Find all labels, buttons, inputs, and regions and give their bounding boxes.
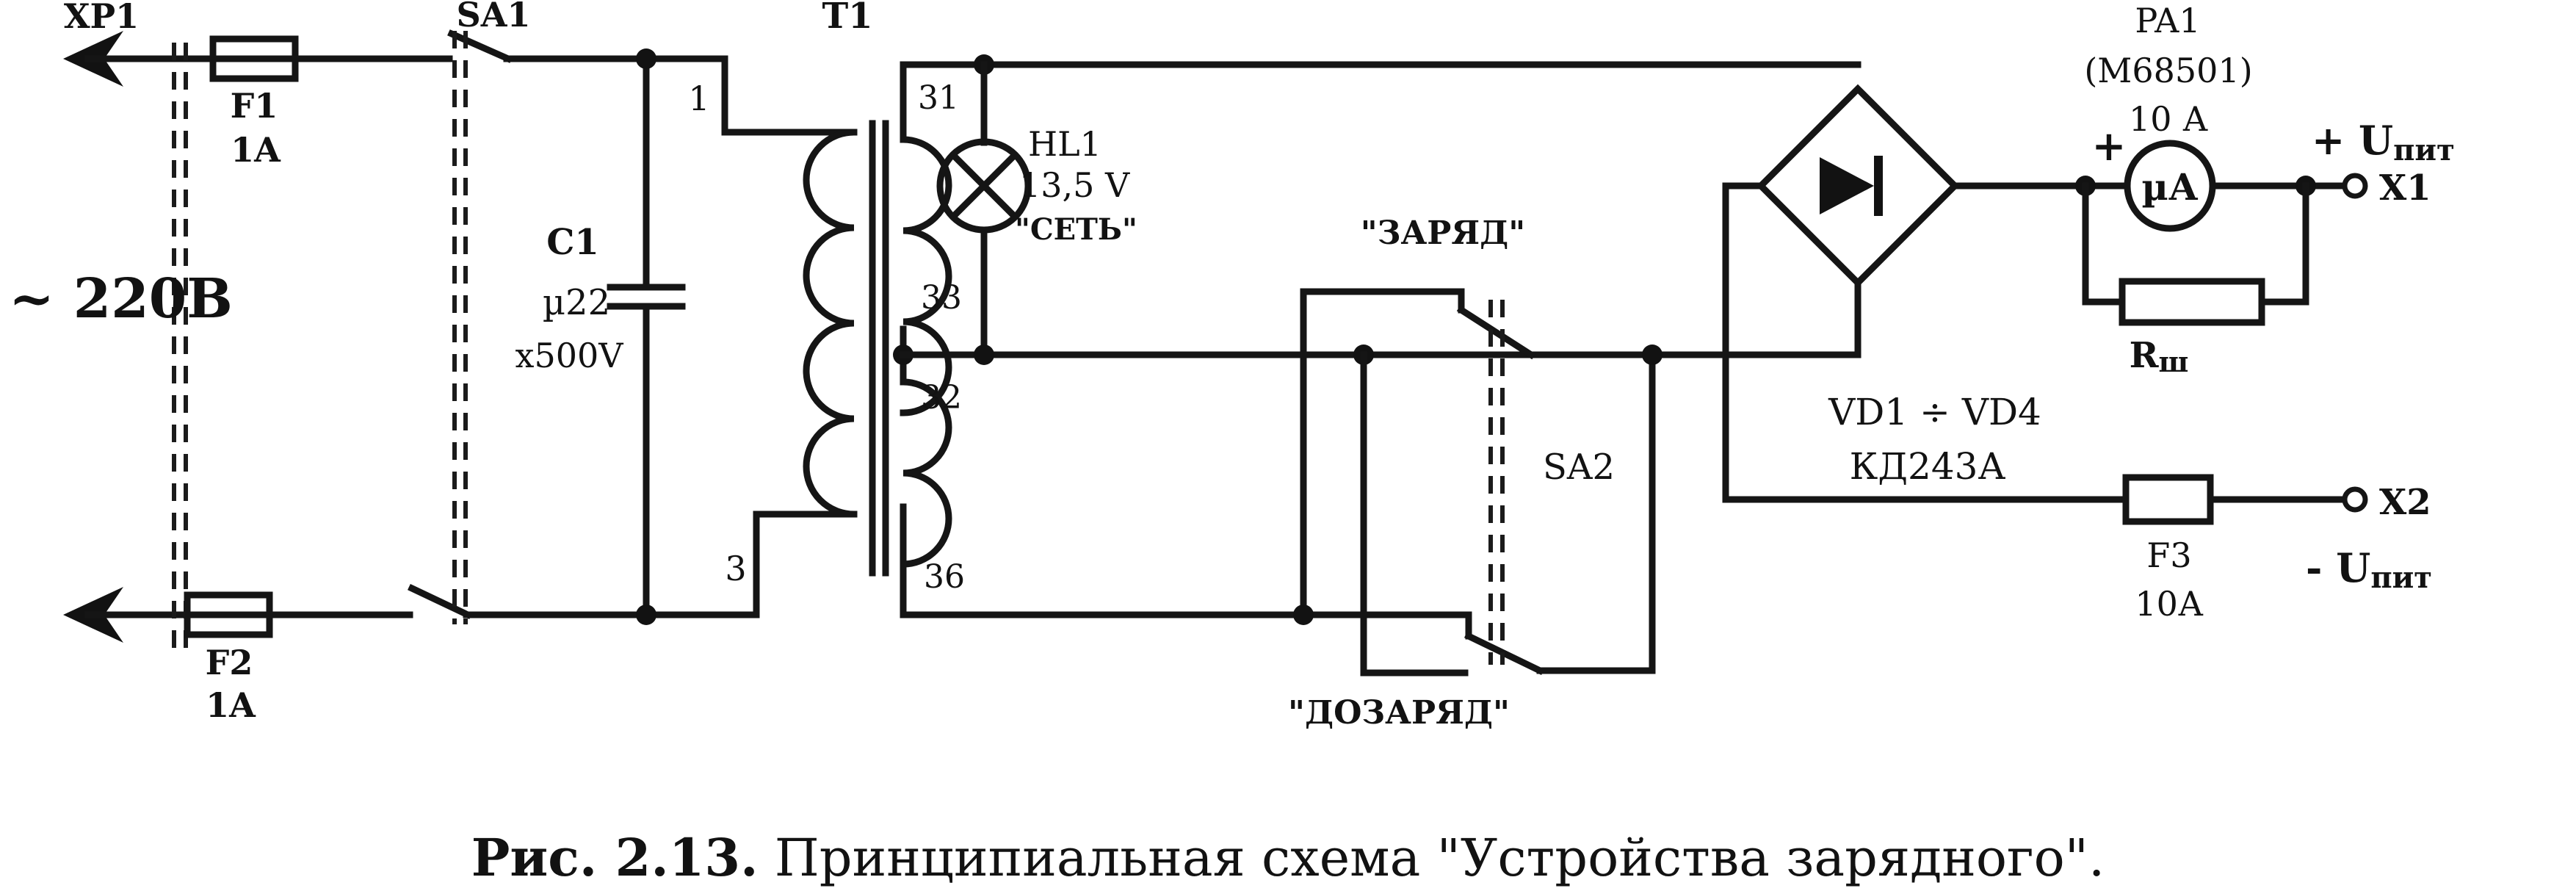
f1-label: F1 xyxy=(231,86,278,126)
terminal-x2-icon xyxy=(2342,486,2368,513)
c1-voltage-label: x500V xyxy=(515,336,624,375)
junction-dot xyxy=(974,345,994,365)
shunt-right-lead xyxy=(2258,182,2309,306)
c1-capacity-label: µ22 xyxy=(543,282,610,323)
meter-plus-label: + xyxy=(2092,122,2127,170)
diode-icon xyxy=(1820,157,1874,214)
f1-rating-label: 1A xyxy=(231,130,281,170)
fuse-f3-icon xyxy=(2122,474,2214,525)
c1-label: C1 xyxy=(546,222,599,263)
junction-dot xyxy=(1293,605,1314,625)
primary-winding-icon xyxy=(803,129,858,518)
secondary-winding-upper-icon xyxy=(900,136,952,416)
bridge-rectifier-vd1-vd4 xyxy=(1722,84,2130,503)
sa2-topcharge-label: "ДОЗАРЯД" xyxy=(1288,694,1510,732)
sa1-label: SA1 xyxy=(457,0,531,35)
f2-rating-label: 1A xyxy=(206,685,256,725)
xp1-label: XP1 xyxy=(64,0,139,36)
t1-label: Т1 xyxy=(822,0,872,37)
vd-type-label: КД243А xyxy=(1850,445,2006,488)
f3-rating-label: 10А xyxy=(2135,584,2204,624)
tap31-label: 31 xyxy=(918,79,959,117)
diode-cathode-bar xyxy=(1874,156,1883,216)
pa1-rating-label: 10 А xyxy=(2129,99,2208,139)
sa2-upper-bracket xyxy=(1300,288,1465,314)
sa2-lower-link xyxy=(1536,351,1656,674)
wire-dc-minus xyxy=(1722,182,2130,503)
x1-label: X1 xyxy=(2379,167,2431,209)
secondary-tap31-lead xyxy=(900,61,1862,143)
junction-dot xyxy=(636,48,656,69)
meter-unit-label: µА xyxy=(2141,165,2199,209)
sa1-lower-arm xyxy=(408,584,472,619)
primary-bottom-lead xyxy=(753,511,858,618)
fuse-f1-icon xyxy=(209,35,299,82)
switch-sa2 xyxy=(1293,288,1663,677)
uminus-label: - Uпит xyxy=(2306,544,2432,595)
sa2-label: SA2 xyxy=(1543,447,1615,488)
uplus-label: + Uпит xyxy=(2312,117,2455,167)
secondary-winding-lower-icon xyxy=(900,378,952,568)
capacitor-c1 xyxy=(607,48,686,625)
junction-dot xyxy=(636,605,656,625)
mains-voltage-label: ~ 220В xyxy=(9,267,233,331)
f3-label: F3 xyxy=(2146,535,2191,575)
tap32-label: 32 xyxy=(921,379,962,416)
pin3-label: 3 xyxy=(725,549,746,588)
shunt-left-lead xyxy=(2082,182,2126,306)
x2-label: X2 xyxy=(2379,482,2431,523)
wire-middle-rail xyxy=(900,279,1862,358)
pa1-label: PA1 xyxy=(2135,1,2200,40)
terminal-x1-icon xyxy=(2342,173,2368,199)
bridge-diamond-icon xyxy=(1756,84,1960,288)
vd-label: VD1 ÷ VD4 xyxy=(1828,391,2041,433)
f2-label: F2 xyxy=(206,643,253,682)
hl1-voltage-label: 13,5 V xyxy=(1019,165,1130,205)
primary-top-lead xyxy=(721,55,858,136)
shunt-resistor-icon xyxy=(2119,278,2265,326)
rsh-label: Rш xyxy=(2130,335,2189,378)
mains-input xyxy=(63,31,453,648)
output-negative xyxy=(2122,474,2368,525)
figure-caption: Рис. 2.13. Принципиальная схема "Устройс… xyxy=(471,827,2105,888)
lamp-cross xyxy=(948,150,1020,222)
sa1-upper-arm xyxy=(447,29,513,63)
pa1-model-label: (М68501) xyxy=(2084,51,2252,90)
fuse-f2-icon xyxy=(184,591,273,638)
sa2-vertical-middle xyxy=(1360,351,1469,677)
switch-sa1 xyxy=(408,29,760,624)
junction-dot xyxy=(1642,345,1663,365)
tap36-label: 36 xyxy=(924,558,965,596)
transformer-t1 xyxy=(721,55,1862,618)
hl1-label: HL1 xyxy=(1028,124,1101,164)
tap33-label: 33 xyxy=(921,279,962,317)
pin1-label: 1 xyxy=(688,79,709,118)
secondary-tap36-lead xyxy=(900,503,1472,618)
lamp-hl1 xyxy=(936,54,1032,365)
sa2-charge-label: "ЗАРЯД" xyxy=(1361,214,1525,252)
meter-pa1 xyxy=(1951,140,2368,326)
hl1-name-label: "СЕТЬ" xyxy=(1015,212,1137,247)
sa2-upper-arm xyxy=(1456,305,1536,360)
